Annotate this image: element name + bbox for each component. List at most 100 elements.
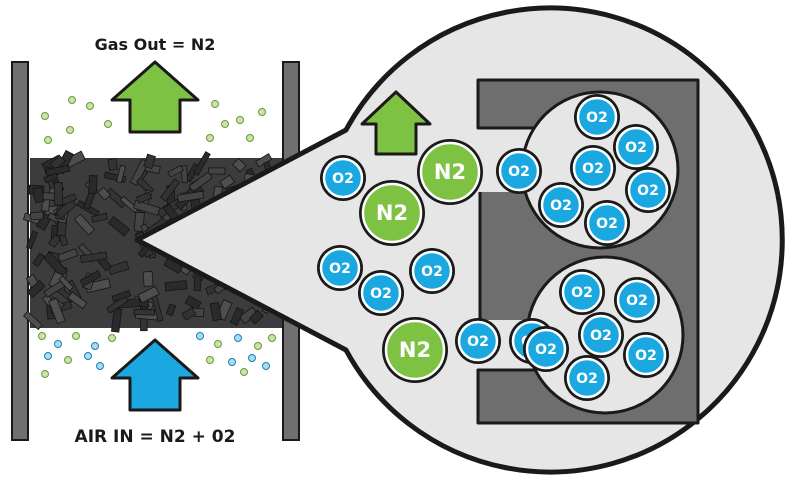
nitrogen-particle	[72, 332, 80, 340]
carbon-pellet	[58, 275, 74, 292]
nitrogen-particle	[86, 102, 94, 110]
oxygen-particle	[84, 352, 92, 360]
carbon-pellet	[164, 280, 188, 292]
o2-label: O2	[508, 164, 530, 180]
o2-molecule: O2	[320, 155, 366, 201]
molecule-body	[322, 157, 364, 199]
oxygen-particle	[44, 352, 52, 360]
nitrogen-particle	[38, 332, 46, 340]
carbon-pellet	[107, 260, 130, 276]
nitrogen-particle	[68, 96, 76, 104]
molecule-body	[566, 357, 608, 399]
o2-molecule: O2	[538, 182, 584, 228]
carbon-pellet	[193, 151, 211, 176]
nitrogen-particle	[44, 136, 52, 144]
carbon-pellet	[29, 211, 44, 221]
molecule-body	[384, 319, 446, 381]
o2-label: O2	[590, 328, 612, 344]
carbon-pellet	[133, 309, 155, 316]
nitrogen-particle	[66, 126, 74, 134]
molecule-body	[319, 247, 361, 289]
gas-out-arrow	[110, 60, 200, 134]
oxygen-particle	[248, 354, 256, 362]
carbon-pellet	[88, 174, 98, 194]
carbon-pellet	[107, 158, 118, 171]
carbon-pellet	[67, 291, 88, 310]
o2-molecule: O2	[584, 200, 630, 246]
molecule-body	[580, 314, 622, 356]
carbon-pellet	[219, 174, 236, 190]
carbon-pellet	[181, 307, 197, 321]
carbon-pellet	[208, 167, 226, 175]
molecule-body	[627, 169, 669, 211]
nitrogen-exit-arrow	[360, 90, 432, 156]
carbon-pellet	[135, 191, 153, 204]
carbon-pellet	[43, 251, 68, 278]
nitrogen-particle	[268, 334, 276, 342]
molecule-body	[586, 202, 628, 244]
nitrogen-particle	[211, 100, 219, 108]
o2-molecule: O2	[317, 245, 363, 291]
air-in-label: AIR IN = N2 + 02	[75, 427, 236, 447]
o2-molecule: O2	[570, 145, 616, 191]
gas-out-label: Gas Out = N2	[95, 35, 216, 54]
nitrogen-particle	[206, 356, 214, 364]
molecule-body	[360, 272, 402, 314]
carbon-pellet	[229, 306, 245, 326]
molecule-body	[540, 184, 582, 226]
molecule-body	[361, 182, 423, 244]
o2-label: O2	[571, 285, 593, 301]
nitrogen-particle	[108, 334, 116, 342]
molecule-body	[457, 320, 499, 362]
molecule-body	[572, 147, 614, 189]
nitrogen-particle	[214, 340, 222, 348]
oxygen-particle	[234, 334, 242, 342]
carbon-pellet	[119, 195, 139, 214]
molecule-body	[419, 141, 481, 203]
inlet-particles	[38, 332, 276, 378]
carbon-pellet	[143, 153, 156, 170]
o2-label: O2	[582, 161, 604, 177]
molecule-body	[561, 271, 603, 313]
nitrogen-particle	[258, 108, 266, 116]
carbon-pellet	[22, 310, 43, 331]
oxygen-particle	[228, 358, 236, 366]
carbon-pellet	[54, 182, 63, 206]
o2-label: O2	[329, 261, 351, 277]
nitrogen-particle	[221, 120, 229, 128]
outlet-particles	[41, 96, 266, 144]
molecule-body	[625, 334, 667, 376]
carbon-pellet	[110, 307, 123, 333]
carbon-pellet	[107, 215, 131, 237]
oxygen-particle	[96, 362, 104, 370]
o2-label: O2	[596, 216, 618, 232]
carbon-pellet	[79, 251, 108, 264]
carbon-pellet	[25, 230, 39, 250]
oxygen-particle	[262, 362, 270, 370]
oxygen-particle	[54, 340, 62, 348]
carbon-pellet	[232, 157, 247, 173]
n2-molecule: N2	[382, 317, 448, 383]
n2-label: N2	[399, 338, 431, 362]
carbon-pellet	[79, 270, 102, 287]
nitrogen-particle	[41, 112, 49, 120]
nitrogen-particle	[236, 116, 244, 124]
o2-label: O2	[332, 171, 354, 187]
molecule-body	[525, 328, 567, 370]
carbon-pellet	[106, 295, 129, 314]
nitrogen-particle	[206, 134, 214, 142]
nitrogen-particle	[240, 368, 248, 376]
carbon-pellet	[45, 164, 71, 177]
o2-label: O2	[635, 348, 657, 364]
o2-label: O2	[467, 334, 489, 350]
carbon-pellet	[97, 186, 111, 201]
carbon-pellet	[105, 187, 128, 209]
carbon-pellet	[184, 295, 202, 311]
carbon-pellet	[142, 270, 154, 287]
carbon-pellet	[115, 164, 127, 184]
o2-molecule: O2	[523, 326, 569, 372]
molecule-body	[615, 126, 657, 168]
